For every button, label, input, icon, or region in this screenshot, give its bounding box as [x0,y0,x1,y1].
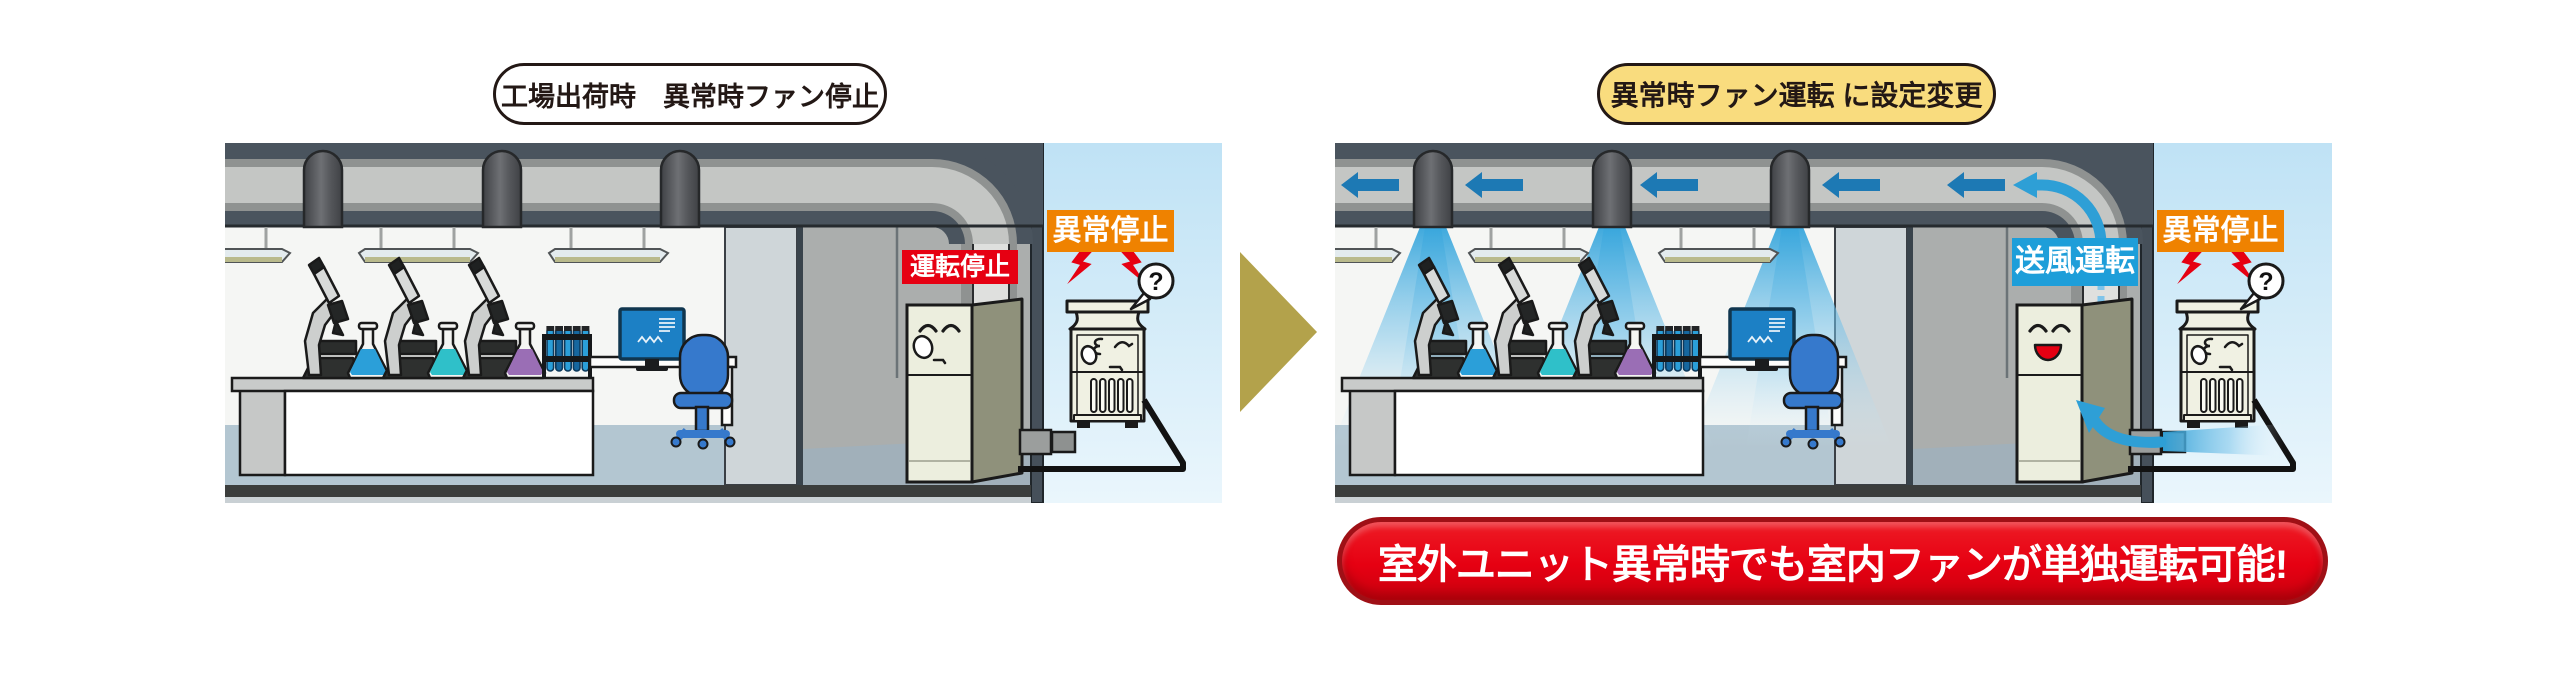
lab-bench [1340,376,1705,477]
indoor-unit-smile [2033,343,2063,362]
indoor-unit-happy-face [2028,323,2071,333]
outdoor-unit-status-label: 異常停止 [1047,210,1174,252]
test-tube-rack [1652,326,1702,378]
flask [1536,321,1580,380]
flask [503,321,547,380]
duct-branch-pipes [302,149,701,229]
microscope [301,256,361,380]
indoor-unit [2015,297,2134,484]
flask [1456,321,1500,380]
left-scene-illustration: ? 運転停止 異常停止 [169,142,1222,504]
duct-bend-airflow-arrow [2013,172,2107,303]
indoor-unit [905,297,1024,484]
refrigerant-cable [1018,398,1186,472]
microscope [1411,256,1471,380]
right-scene-title: 異常時ファン運転 に設定変更 [1597,63,1996,125]
ceiling-light [547,227,670,263]
office-chair [670,333,736,450]
lab-room-factory-default-illustration: ? [169,142,1222,504]
question-bubble-icon: ? [1129,262,1175,311]
lab-bench [230,376,595,477]
microscope [1491,256,1551,380]
microscope [381,256,441,380]
indoor-unit-status-label: 運転停止 [902,250,1018,284]
lab-room-fan-operation-illustration: ? [1279,142,2332,504]
ceiling-light [1657,227,1780,263]
svg-text:?: ? [2258,268,2273,296]
microscope [461,256,521,380]
duct-branch-pipes [1412,149,1811,229]
duct-airflow-arrow-icon [1640,172,1698,198]
office-chair [1780,333,1846,450]
ceiling-light [357,227,480,263]
duct-connector [1018,428,1053,456]
test-tube-rack [542,326,592,378]
lightning-bolt-icon [1067,247,1094,285]
intake-curved-arrow [2076,400,2167,448]
duct-airflow-arrow-icon [1341,172,1399,198]
indoor-unit-idle-face [918,323,961,365]
duct-airflow-arrow-icon [1465,172,1523,198]
indoor-unit-sigh-blob [912,334,934,360]
question-bubble-icon: ? [2239,262,2285,311]
computer-monitor [1728,307,1796,371]
floor-front-edge [1335,485,2141,497]
svg-text:?: ? [1148,268,1163,296]
lightning-bolt-icon [2177,247,2204,285]
ceiling-light [1467,227,1590,263]
left-scene-title: 工場出荷時 異常時ファン停止 [493,63,887,125]
right-scene-illustration: ? 送風運転 異常停止 [1279,142,2332,504]
duct-airflow-arrow-icon [1822,172,1880,198]
indoor-unit-status-label: 送風運転 [2012,238,2138,286]
outdoor-unit [1065,299,1150,428]
outdoor-unit [2175,299,2260,428]
wall-sleeve [1050,430,1077,454]
highlight-banner: 室外ユニット異常時でも室内ファンが単独運転可能! [1337,517,2328,605]
flask [346,321,390,380]
transition-arrow-icon [1240,252,1317,412]
intake-air-stream [2163,424,2283,456]
duct-airflow-arrow-icon [1947,172,2005,198]
flask [1613,321,1657,380]
flask [426,321,470,380]
outdoor-unit-status-label: 異常停止 [2157,210,2284,252]
computer-monitor [618,307,686,371]
floor-front-edge [225,485,1031,497]
